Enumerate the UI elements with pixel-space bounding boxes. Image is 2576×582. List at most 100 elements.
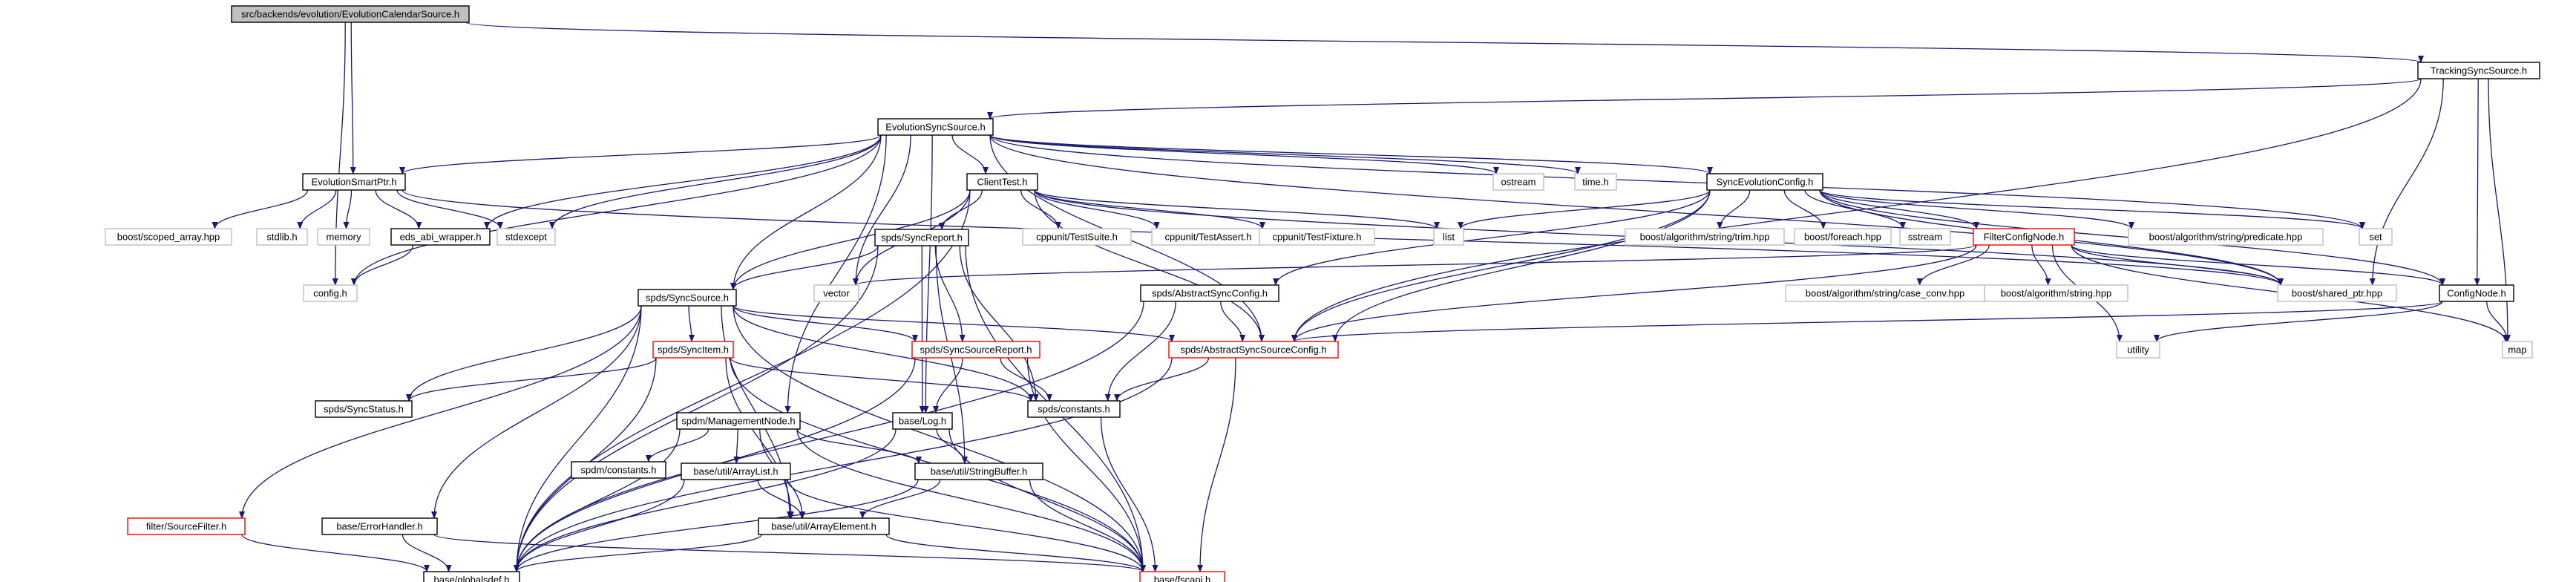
node-box — [302, 173, 406, 191]
edge-filterconfignode-h-to-boost-algorithm-string-case-conv-hpp — [1916, 244, 1990, 286]
node-confignode-h[interactable]: ConfigNode.h — [2439, 284, 2514, 302]
node-evolutionsmartptr-h[interactable]: EvolutionSmartPtr.h — [302, 173, 406, 191]
node-map: map — [2502, 341, 2533, 359]
edge-clienttest-h-to-string — [1034, 189, 1265, 342]
node-box — [1794, 228, 1892, 246]
edge-filterconfignode-h-to-vector — [853, 244, 1977, 286]
edge-evolutionsyncsource-h-to-syncevolutionconfig-h — [989, 134, 1713, 174]
edge-syncevolutionconfig-h-to-spds-abstractsyncconfig-h — [1273, 189, 1711, 286]
edge-evolutionsyncsource-h-to-spds-syncsource-h — [730, 134, 882, 290]
edge-evolutionsmartptr-h-to-eds-abi-wrapper-h — [375, 189, 422, 229]
node-label: base/util/StringBuffer.h — [931, 466, 1028, 477]
node-box — [911, 341, 1040, 359]
node-box — [2439, 284, 2514, 302]
node-label: map — [2508, 344, 2526, 356]
node-src-backends-evolution-evolutioncalendarsource-h[interactable]: src/backends/evolution/EvolutionCalendar… — [231, 5, 470, 23]
node-spds-syncreport-h[interactable]: spds/SyncReport.h — [874, 229, 969, 246]
node-label: spds/SyncItem.h — [658, 344, 729, 356]
node-label: ostream — [1501, 177, 1536, 188]
node-evolutionsyncsource-h[interactable]: EvolutionSyncSource.h — [877, 118, 994, 136]
edge-evolutionsmartptr-h-to-stdlib-h — [297, 189, 337, 229]
node-box — [1027, 400, 1121, 418]
node-label: vector — [823, 288, 850, 299]
node-box — [1168, 341, 1339, 359]
edge-spdm-managementnode-h-to-base-globalsdef-h — [514, 428, 681, 572]
node-time-h: time.h — [1574, 173, 1617, 191]
node-sstream: sstream — [1899, 228, 1951, 246]
node-ostream: ostream — [1492, 173, 1544, 191]
edge-base-util-arraylist-h-to-base-util-arrayelement-h — [757, 479, 805, 519]
node-box — [303, 284, 358, 302]
edge-spdm-managementnode-h-to-base-fscapi-h — [796, 428, 1146, 572]
node-spdm-managementnode-h[interactable]: spdm/ManagementNode.h — [676, 412, 801, 430]
edge-confignode-h-to-map — [2486, 301, 2511, 342]
node-syncevolutionconfig-h[interactable]: SyncEvolutionConfig.h — [1706, 173, 1823, 191]
node-spds-syncitem-h[interactable]: spds/SyncItem.h — [652, 341, 734, 359]
edge-spds-syncreport-h-to-spds-constants-h — [959, 245, 1039, 402]
node-label: stdlib.h — [266, 232, 297, 243]
edge-base-util-arraylist-h-to-base-fscapi-h — [787, 479, 1146, 572]
node-spds-syncstatus-h[interactable]: spds/SyncStatus.h — [315, 400, 413, 418]
node-trackingsyncsource-h[interactable]: TrackingSyncSource.h — [2417, 62, 2540, 79]
node-box — [1492, 173, 1544, 191]
node-label: ClientTest.h — [977, 177, 1028, 188]
node-label: boost/shared_ptr.hpp — [2292, 288, 2382, 299]
edge-base-log-h-to-base-globalsdef-h — [514, 428, 897, 572]
edge-spds-constants-h-to-base-fscapi-h — [1100, 416, 1158, 572]
node-label: SyncEvolutionConfig.h — [1717, 177, 1814, 188]
node-box — [105, 228, 232, 246]
node-vector: vector — [813, 284, 859, 302]
node-box — [874, 229, 969, 246]
node-eds-abi-wrapper-h[interactable]: eds_abi_wrapper.h — [390, 228, 491, 246]
dependency-nodes: src/backends/evolution/EvolutionCalendar… — [105, 5, 2540, 582]
node-label: filter/SourceFilter.h — [146, 521, 226, 532]
node-base-fscapi-h[interactable]: base/fscapi.h — [1139, 571, 1225, 582]
edge-evolutionsyncsource-h-to-vector — [853, 134, 911, 286]
edge-spds-abstractsyncsourceconfig-h-to-spds-constants-h — [1114, 357, 1210, 402]
edge-evolutionsyncsource-h-to-clienttest-h — [951, 134, 989, 174]
node-base-util-stringbuffer-h[interactable]: base/util/StringBuffer.h — [914, 462, 1043, 480]
node-box — [1973, 228, 2075, 246]
node-box — [390, 228, 491, 246]
edge-filterconfignode-h-to-string — [1291, 244, 1977, 342]
edge-src-backends-evolution-evolutioncalendarsource-h-to-trackingsyncsource-h — [465, 22, 2424, 63]
node-spds-syncsource-h[interactable]: spds/SyncSource.h — [638, 289, 737, 307]
edge-clienttest-h-to-list — [1034, 189, 1440, 229]
node-spds-syncsourcereport-h[interactable]: spds/SyncSourceReport.h — [911, 341, 1040, 359]
node-base-errorhandler-h[interactable]: base/ErrorHandler.h — [321, 517, 438, 535]
node-spds-constants-h[interactable]: spds/constants.h — [1027, 400, 1121, 418]
node-base-util-arrayelement-h[interactable]: base/util/ArrayElement.h — [758, 517, 890, 535]
edge-confignode-h-to-utility — [2154, 301, 2443, 342]
node-label: base/fscapi.h — [1154, 575, 1211, 582]
node-label: set — [2369, 232, 2382, 243]
edge-evolutionsyncsource-h-to-boost-shared-ptr-hpp — [989, 134, 2284, 286]
edge-evolutionsyncsource-h-to-spdm-managementnode-h — [784, 134, 887, 413]
node-box — [1433, 228, 1464, 246]
edge-base-errorhandler-h-to-base-globalsdef-h — [402, 534, 452, 572]
edge-spds-syncsourcereport-h-to-spds-constants-h — [1000, 357, 1052, 402]
node-box — [321, 517, 438, 535]
edge-spds-syncsource-h-to-spds-syncstatus-h — [406, 305, 642, 402]
node-label: list — [1443, 232, 1455, 243]
node-label: spds/SyncSourceReport.h — [920, 344, 1032, 356]
edge-spds-syncsource-h-to-base-errorhandler-h — [431, 305, 642, 519]
node-label: base/ErrorHandler.h — [336, 521, 422, 532]
node-filterconfignode-h[interactable]: FilterConfigNode.h — [1973, 228, 2075, 246]
node-spdm-constants-h[interactable]: spdm/constants.h — [571, 461, 666, 479]
node-config-h: config.h — [303, 284, 358, 302]
node-boost-algorithm-string-case-conv-hpp: boost/algorithm/string/case_conv.hpp — [1785, 284, 1985, 302]
node-base-globalsdef-h[interactable]: base/globalsdef.h — [423, 571, 520, 582]
node-box — [496, 228, 556, 246]
edge-trackingsyncsource-h-to-boost-shared-ptr-hpp — [2369, 78, 2444, 286]
node-spds-abstractsyncconfig-h[interactable]: spds/AbstractSyncConfig.h — [1140, 284, 1279, 302]
edge-syncevolutionconfig-h-to-boost-foreach-hpp — [1783, 189, 1826, 229]
node-box — [2417, 62, 2540, 79]
node-filter-sourcefilter-h[interactable]: filter/SourceFilter.h — [127, 517, 246, 535]
node-box — [758, 517, 890, 535]
node-clienttest-h[interactable]: ClientTest.h — [966, 173, 1038, 191]
node-label: boost/scoped_array.hpp — [117, 232, 220, 243]
node-spds-abstractsyncsourceconfig-h[interactable]: spds/AbstractSyncSourceConfig.h — [1168, 341, 1339, 359]
node-base-log-h[interactable]: base/Log.h — [892, 412, 953, 430]
node-base-util-arraylist-h[interactable]: base/util/ArrayList.h — [681, 462, 791, 480]
